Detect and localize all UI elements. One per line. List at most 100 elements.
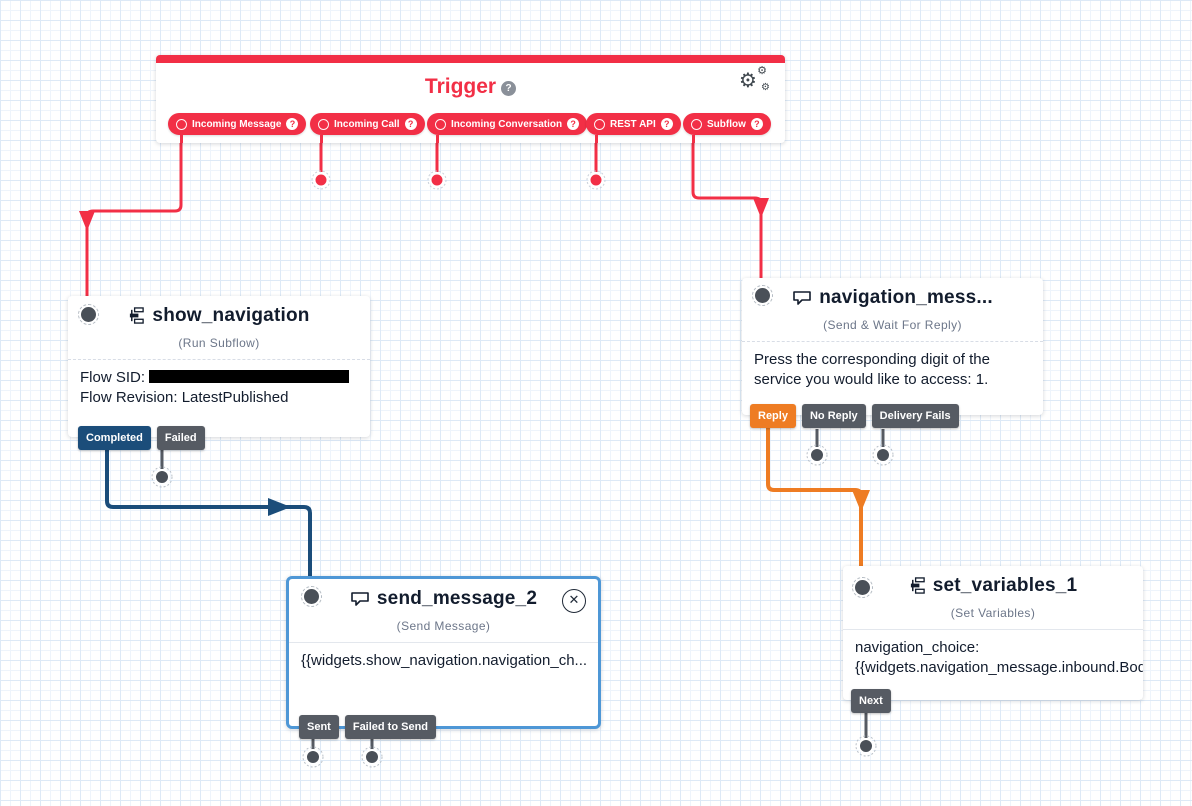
gear-icon[interactable]: ⚙ ⚙ ⚙: [739, 66, 770, 93]
transition-buttons: Reply No Reply Delivery Fails: [750, 404, 959, 428]
help-icon[interactable]: ?: [660, 118, 673, 130]
widget-title: show_navigation: [152, 305, 310, 326]
redacted-flow-sid: [149, 370, 350, 383]
port-circle-icon: [691, 118, 702, 130]
widget-body: navigation_choice: {{widgets.navigation_…: [843, 630, 1143, 679]
trigger-widget[interactable]: Trigger? ⚙ ⚙ ⚙ Incoming Message ? Incomi…: [156, 55, 785, 143]
port-circle-icon: [318, 118, 329, 130]
arrowhead-down: [753, 198, 769, 218]
variable-value-line: {{widgets.navigation_message.inbound.Bod…: [855, 659, 1143, 677]
connector-endpoint[interactable]: [875, 447, 891, 463]
delivery-fails-transition-button[interactable]: Delivery Fails: [871, 404, 959, 428]
help-icon[interactable]: ?: [501, 81, 517, 96]
connector-endpoint[interactable]: [809, 447, 825, 463]
wire-stub: [595, 135, 598, 143]
set-variables-icon: [909, 577, 926, 599]
pill-label: Incoming Conversation: [451, 118, 563, 130]
widget-set-variables-1[interactable]: set_variables_1 (Set Variables) navigati…: [843, 566, 1143, 713]
help-icon[interactable]: ?: [404, 118, 417, 130]
run-subflow-icon: [128, 307, 145, 329]
arrowhead-down: [79, 211, 95, 231]
trigger-pill-incoming-conversation[interactable]: Incoming Conversation ?: [427, 113, 588, 135]
transition-buttons: Next: [851, 689, 891, 713]
port-circle-icon: [594, 118, 605, 130]
trigger-header-bar: [156, 55, 785, 63]
widget-title: set_variables_1: [932, 575, 1078, 596]
flow-revision-line: Flow Revision: LatestPublished: [80, 389, 289, 407]
connector-completed-to-send-message-2[interactable]: [105, 448, 312, 580]
pill-label: REST API: [610, 118, 656, 130]
input-port[interactable]: [301, 586, 322, 607]
help-icon[interactable]: ?: [567, 118, 580, 130]
chat-bubble-icon: [350, 591, 370, 612]
completed-transition-button[interactable]: Completed: [78, 426, 151, 450]
failed-to-send-transition-button[interactable]: Failed to Send: [344, 715, 437, 739]
connector-endpoint[interactable]: [429, 172, 445, 188]
input-port[interactable]: [852, 577, 873, 598]
widget-header: show_navigation: [68, 296, 370, 331]
connector-subflow-to-navigation-message[interactable]: [691, 143, 769, 290]
connector-sent-stub[interactable]: [302, 732, 324, 768]
widget-navigation-message[interactable]: navigation_mess... (Send & Wait For Repl…: [742, 278, 1043, 428]
variable-name-line: navigation_choice:: [855, 639, 980, 656]
connector-rest-api-stub[interactable]: [586, 143, 606, 190]
connector-next-stub[interactable]: [855, 713, 877, 757]
failed-transition-button[interactable]: Failed: [156, 426, 205, 450]
help-icon[interactable]: ?: [750, 118, 763, 130]
close-icon[interactable]: ✕: [562, 589, 586, 613]
gear-large-icon: ⚙: [739, 70, 757, 92]
connector-endpoint[interactable]: [364, 749, 380, 765]
widget-type-label: (Send Message): [396, 619, 491, 633]
next-transition-button[interactable]: Next: [851, 689, 891, 713]
help-icon[interactable]: ?: [286, 118, 299, 130]
divider: [68, 359, 370, 360]
trigger-pill-incoming-call[interactable]: Incoming Call ?: [310, 113, 425, 135]
connector-endpoint[interactable]: [305, 749, 321, 765]
connector-endpoint[interactable]: [313, 172, 329, 188]
gear-tiny-icon: ⚙: [761, 82, 770, 93]
divider: [843, 629, 1143, 630]
flow-sid-label: Flow SID:: [80, 369, 146, 386]
input-port[interactable]: [752, 285, 773, 306]
divider: [742, 341, 1043, 342]
arrowhead-down: [852, 490, 870, 512]
trigger-pill-rest-api[interactable]: REST API ?: [586, 113, 681, 135]
connector-incoming-message-to-show-navigation[interactable]: [79, 143, 183, 300]
transition-buttons: Sent Failed to Send: [299, 715, 437, 739]
chat-bubble-icon: [792, 290, 812, 311]
widget-title: send_message_2: [376, 588, 538, 609]
connector-endpoint[interactable]: [858, 738, 874, 754]
widget-body: Press the corresponding digit of the ser…: [754, 351, 990, 389]
input-port[interactable]: [78, 304, 99, 325]
widget-body: Flow SID: Flow Revision: LatestPublished: [68, 360, 370, 409]
trigger-pill-subflow[interactable]: Subflow ?: [683, 113, 771, 135]
connector-incoming-call-stub[interactable]: [311, 143, 331, 190]
widget-type-label: (Send & Wait For Reply): [823, 318, 962, 332]
widget-type-label: (Run Subflow): [178, 336, 260, 350]
connector-incoming-conversation-stub[interactable]: [427, 143, 447, 190]
reply-transition-button[interactable]: Reply: [750, 404, 796, 428]
widget-header: set_variables_1: [843, 566, 1143, 601]
connector-failed-stub[interactable]: [151, 449, 173, 488]
wire-stub: [180, 135, 183, 143]
wire-stub: [320, 135, 323, 143]
divider: [289, 642, 598, 643]
no-reply-transition-button[interactable]: No Reply: [801, 404, 866, 428]
wire-stub: [436, 135, 439, 143]
sent-transition-button[interactable]: Sent: [299, 715, 339, 739]
widget-header: navigation_mess...: [742, 278, 1043, 313]
port-circle-icon: [435, 118, 446, 130]
connector-no-reply-stub[interactable]: [806, 429, 828, 466]
connector-endpoint[interactable]: [154, 469, 170, 485]
connector-reply-to-set-variables-1[interactable]: [766, 428, 870, 570]
widget-show-navigation[interactable]: show_navigation (Run Subflow) Flow SID: …: [68, 296, 370, 450]
connector-delivery-fails-stub[interactable]: [872, 429, 894, 466]
widget-send-message-2-selected[interactable]: send_message_2 ✕ (Send Message) {{widget…: [286, 576, 601, 739]
trigger-pill-incoming-message[interactable]: Incoming Message ?: [168, 113, 307, 135]
connector-endpoint[interactable]: [588, 172, 604, 188]
widget-type-label: (Set Variables): [950, 606, 1036, 620]
wire-stub: [692, 135, 695, 143]
pill-label: Incoming Message: [192, 118, 282, 130]
